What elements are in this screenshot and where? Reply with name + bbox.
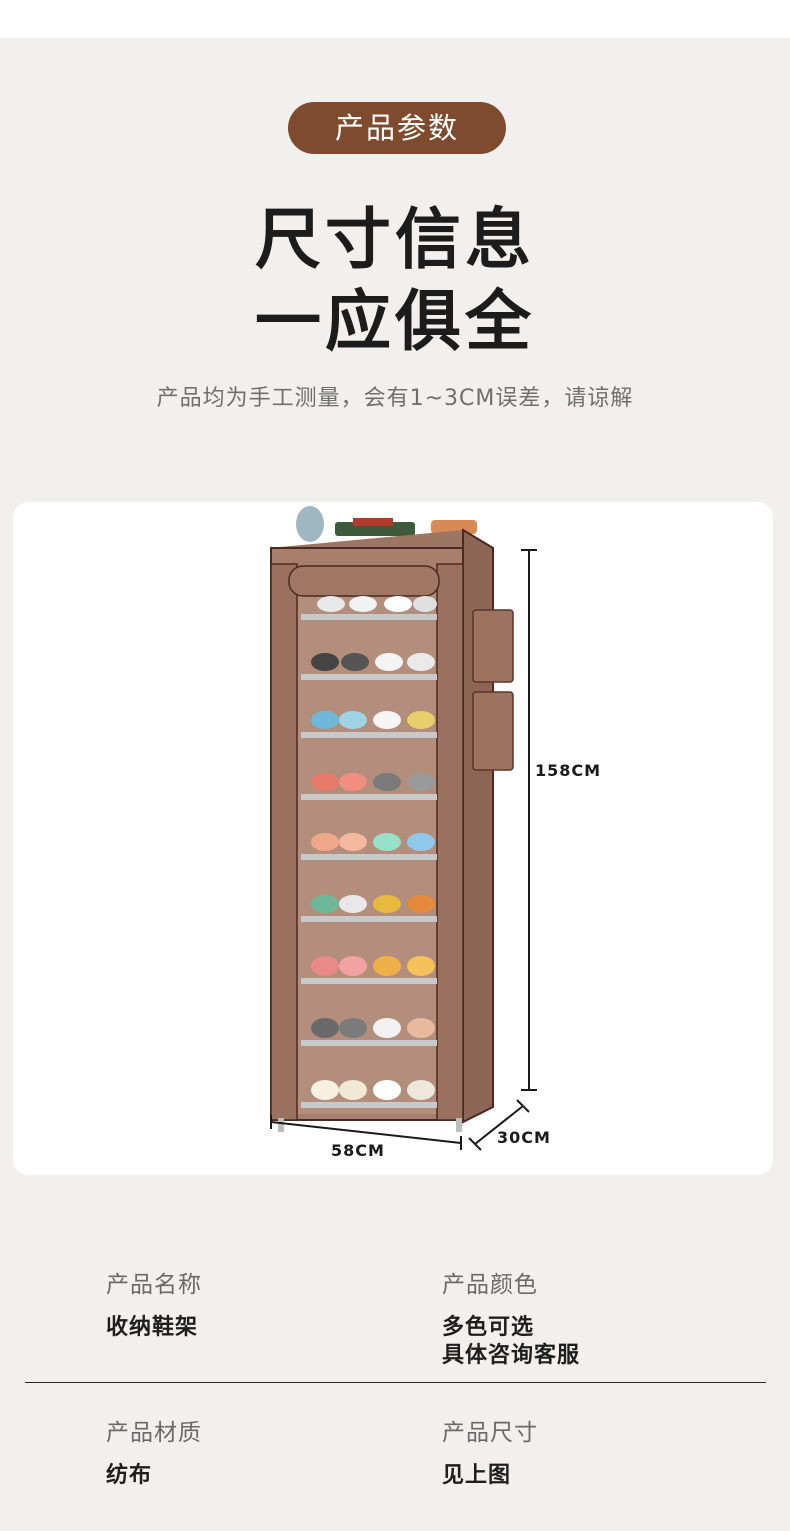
shoe-rack-illustration: 158CM 58CM 30CM bbox=[270, 506, 601, 1160]
depth-label: 30CM bbox=[497, 1128, 551, 1147]
spec-name-label: 产品名称 bbox=[106, 1272, 202, 1298]
headline-line-1: 尺寸信息 bbox=[255, 201, 535, 278]
section-badge: 产品参数 bbox=[288, 102, 506, 154]
shelves bbox=[301, 614, 437, 1108]
shoes bbox=[311, 596, 437, 1100]
width-label: 58CM bbox=[331, 1141, 385, 1160]
height-dimension-line bbox=[521, 549, 537, 1091]
spec-color-value-line2: 具体咨询客服 bbox=[442, 1343, 581, 1368]
spec-name-value: 收纳鞋架 bbox=[106, 1315, 199, 1340]
headline-line-2: 一应俱全 bbox=[255, 283, 535, 360]
height-label: 158CM bbox=[535, 761, 601, 780]
spec-color-value-line1: 多色可选 bbox=[442, 1315, 535, 1340]
measurement-note: 产品均为手工测量，会有1~3CM误差，请谅解 bbox=[156, 386, 634, 411]
top-decor bbox=[296, 506, 477, 542]
spec-material-value: 纺布 bbox=[106, 1463, 153, 1488]
depth-dimension-line bbox=[468, 1099, 530, 1151]
spec-divider bbox=[25, 1382, 766, 1383]
spec-size-value: 见上图 bbox=[442, 1463, 512, 1488]
spec-color-label: 产品颜色 bbox=[442, 1272, 538, 1298]
spec-material-label: 产品材质 bbox=[106, 1420, 202, 1446]
top-strip bbox=[0, 0, 790, 38]
spec-size-label: 产品尺寸 bbox=[442, 1420, 538, 1446]
product-image-card: 158CM 58CM 30CM bbox=[13, 502, 773, 1175]
width-dimension-line bbox=[270, 1115, 462, 1150]
